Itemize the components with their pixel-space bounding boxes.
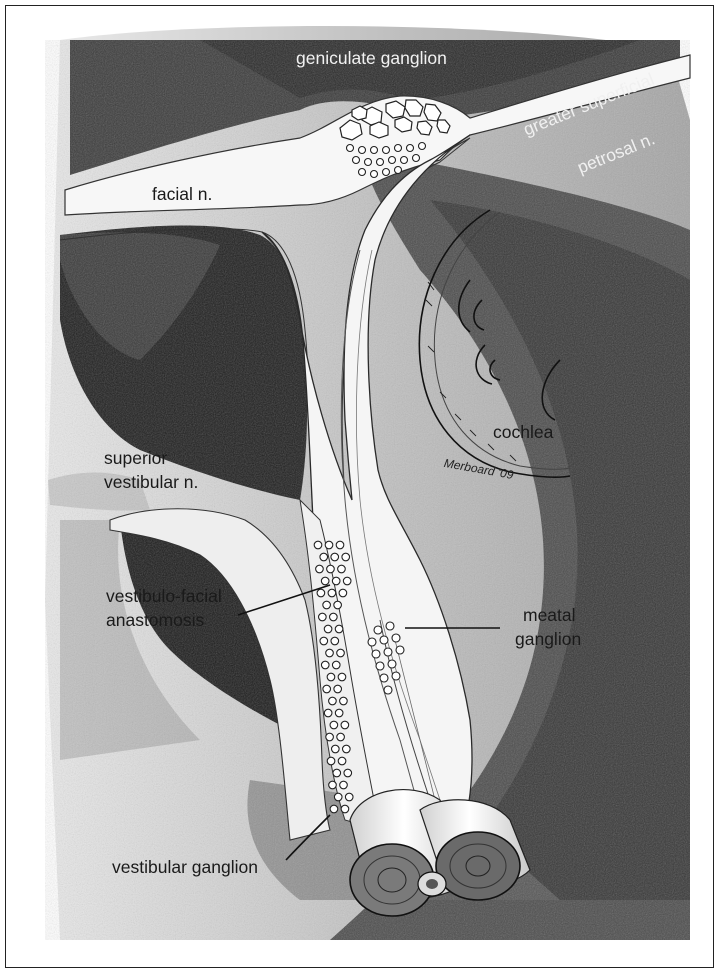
vestibular-ganglion-cell	[330, 613, 338, 621]
vestibular-ganglion-cell	[329, 781, 337, 789]
vestibular-ganglion-cell	[336, 541, 344, 549]
vestibular-ganglion-cell	[320, 637, 328, 645]
vestibular-ganglion-cell	[330, 805, 338, 813]
vestibular-ganglion-cell	[344, 769, 352, 777]
vestibular-ganglion-cell	[341, 721, 349, 729]
vestibular-ganglion-cell	[326, 649, 334, 657]
vestibular-ganglion-cell	[331, 637, 339, 645]
vestibular-ganglion-cell	[335, 709, 343, 717]
vestibular-ganglion-cell	[323, 601, 331, 609]
vestibular-ganglion-cell	[340, 781, 348, 789]
vestibular-ganglion-cell	[334, 793, 342, 801]
label-facial-n: facial n.	[152, 183, 212, 205]
vestibular-ganglion-cell	[338, 757, 346, 765]
vestibular-ganglion-cell	[314, 541, 322, 549]
vestibular-ganglion-cell	[316, 565, 324, 573]
vestibular-ganglion-cell	[326, 733, 334, 741]
vestibular-ganglion-cell	[327, 757, 335, 765]
vestibular-ganglion-cell	[334, 685, 342, 693]
vestibular-ganglion-cell	[340, 697, 348, 705]
vestibular-ganglion-cell	[338, 565, 346, 573]
vestibular-ganglion-cell	[342, 553, 350, 561]
label-anastomosis: anastomosis	[106, 609, 204, 631]
vestibular-ganglion-cell	[327, 673, 335, 681]
label-meatal: meatal	[523, 604, 576, 626]
label-vestibular-ganglion: vestibular ganglion	[112, 856, 258, 878]
vestibular-ganglion-cell	[341, 805, 349, 813]
vestibular-ganglion-cell	[324, 625, 332, 633]
vestibular-ganglion-cell	[330, 721, 338, 729]
vestibular-ganglion-cell	[337, 649, 345, 657]
vestibular-ganglion-cell	[333, 769, 341, 777]
label-cochlea: cochlea	[493, 421, 553, 443]
vestibular-ganglion-cell	[338, 673, 346, 681]
vestibular-ganglion-cell	[328, 589, 336, 597]
vestibular-ganglion-cell	[332, 577, 340, 585]
vestibular-ganglion-cell	[343, 577, 351, 585]
vestibular-ganglion-cell	[339, 589, 347, 597]
vestibular-ganglion-cell	[321, 577, 329, 585]
vestibular-ganglion-cell	[343, 745, 351, 753]
vestibular-ganglion-cell	[320, 553, 328, 561]
vestibular-ganglion-cell	[323, 685, 331, 693]
label-vestibular-n: vestibular n.	[104, 471, 198, 493]
vestibular-ganglion-cell	[321, 661, 329, 669]
label-geniculate-ganglion: geniculate ganglion	[296, 47, 447, 69]
vestibular-ganglion-cell	[317, 589, 325, 597]
vestibular-ganglion-cell	[345, 793, 353, 801]
label-superior: superior	[104, 447, 167, 469]
vestibular-ganglion-cell	[331, 553, 339, 561]
label-vestibulo-facial: vestibulo-facial	[106, 585, 222, 607]
vestibular-ganglion-cell	[332, 745, 340, 753]
vestibular-ganglion-cell	[324, 709, 332, 717]
vestibular-ganglion-cell	[337, 733, 345, 741]
vestibular-ganglion-cell	[329, 697, 337, 705]
vestibular-ganglion-cell	[325, 541, 333, 549]
vestibular-ganglion-cell	[327, 565, 335, 573]
vestibular-ganglion-cell	[335, 625, 343, 633]
label-ganglion: ganglion	[515, 628, 581, 650]
vestibular-ganglion-cell	[334, 601, 342, 609]
vestibular-ganglion-cell	[319, 613, 327, 621]
vestibular-ganglion-cell	[332, 661, 340, 669]
